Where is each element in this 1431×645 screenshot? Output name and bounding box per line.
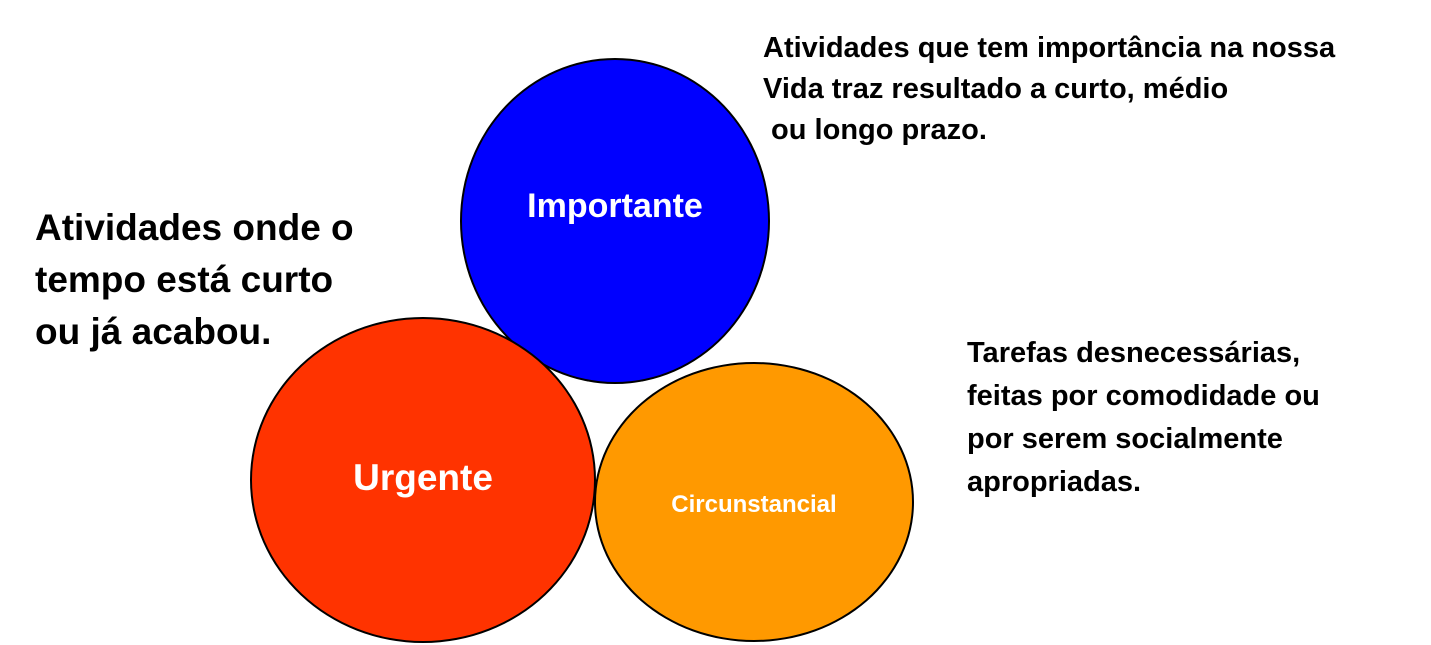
circunstancial-description: Tarefas desnecessárias, feitas por comod… [967, 337, 1320, 498]
importante-label: Importante [527, 186, 703, 225]
circunstancial-label: Circunstancial [671, 491, 837, 518]
circunstancial-circle: Circunstancial [594, 362, 914, 642]
importante-description: Atividades que tem importância na nossa … [763, 32, 1336, 146]
importante-circle: Importante [460, 58, 770, 384]
urgente-description: Atividades onde o tempo está curto ou já… [35, 207, 354, 352]
urgente-label: Urgente [353, 457, 493, 498]
urgente-circle: Urgente [250, 317, 596, 643]
